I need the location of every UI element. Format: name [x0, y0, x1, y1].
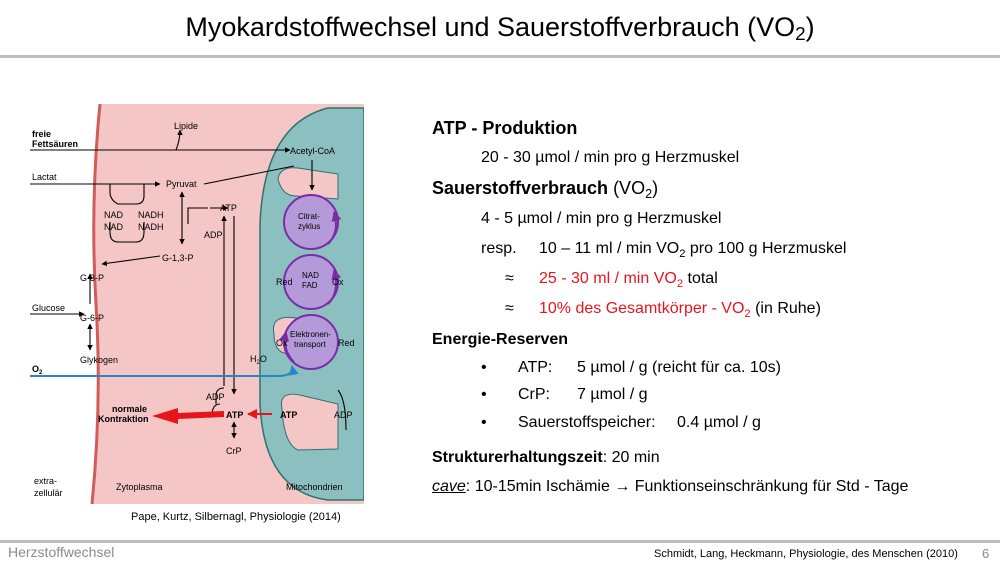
page-number: 6 [982, 546, 990, 561]
svg-text:Acetyl-CoA: Acetyl-CoA [290, 146, 335, 156]
title-divider [0, 55, 1000, 58]
svg-text:CrP: CrP [226, 446, 242, 456]
svg-text:Fettsäuren: Fettsäuren [32, 139, 78, 149]
svg-text:NADH: NADH [138, 210, 164, 220]
svg-text:Glykogen: Glykogen [80, 355, 118, 365]
myocardial-metabolism-diagram: freie Fettsäuren Lipide Acetyl-CoA Lacta… [28, 104, 364, 504]
svg-text:extra-: extra- [34, 476, 57, 486]
energy-reserves-heading: Energie-Reserven [432, 331, 569, 348]
svg-text:freie: freie [32, 129, 51, 139]
svg-text:NAD: NAD [104, 222, 124, 232]
svg-text:FAD: FAD [302, 281, 318, 290]
svg-text:transport: transport [294, 340, 326, 349]
percent-value: 10% des Gesamtkörper - VO2 (in Ruhe) [539, 300, 821, 320]
svg-text:normale: normale [112, 404, 147, 414]
svg-text:NADH: NADH [138, 222, 164, 232]
arrow-right-icon: → [614, 478, 631, 495]
resp-value: 10 – 11 ml / min VO2 pro 100 g Herzmuske… [539, 240, 847, 260]
approx-symbol: ≈ [505, 270, 514, 287]
reserve-name: CrP: [518, 386, 550, 403]
svg-text:H2O: H2O [250, 354, 267, 366]
reserve-value: 5 µmol / g (reicht für ca. 10s) [577, 359, 781, 376]
crista [280, 393, 339, 451]
reserve-name: ATP: [518, 359, 553, 376]
reserve-value: 0.4 µmol / g [677, 414, 761, 431]
svg-text:Elektronen-: Elektronen- [290, 330, 331, 339]
bullet: • [481, 414, 487, 431]
svg-text:ADP: ADP [206, 392, 225, 402]
svg-text:G-1,3-P: G-1,3-P [162, 253, 194, 263]
svg-text:ATP: ATP [220, 203, 237, 213]
approx-symbol: ≈ [505, 300, 514, 317]
slide-title: Myokardstoffwechsel und Sauerstoffverbra… [185, 12, 815, 45]
reserve-name: Sauerstoffspeicher: [518, 414, 656, 431]
atp-value: 20 - 30 µmol / min pro g Herzmuskel [481, 149, 740, 166]
total-value: 25 - 30 ml / min VO2 total [539, 270, 718, 290]
resp-label: resp. [481, 240, 517, 257]
cave-note: cave: 10-15min Ischämie → Funktionseinsc… [432, 478, 909, 495]
oxygen-consumption-value: 4 - 5 µmol / min pro g Herzmuskel [481, 210, 722, 227]
svg-text:Zytoplasma: Zytoplasma [116, 482, 163, 492]
crista [277, 167, 339, 200]
atp-heading: ATP - Produktion [432, 118, 578, 138]
figure-caption: Pape, Kurtz, Silbernagl, Physiologie (20… [131, 511, 341, 523]
svg-text:zyklus: zyklus [298, 222, 320, 231]
svg-text:Citrat-: Citrat- [298, 212, 320, 221]
cell-membrane [90, 104, 102, 504]
svg-text:ADP: ADP [334, 410, 353, 420]
svg-text:G-6-P: G-6-P [80, 313, 104, 323]
svg-text:Red: Red [276, 277, 293, 287]
svg-text:Lipide: Lipide [174, 121, 198, 131]
footer-source: Schmidt, Lang, Heckmann, Physiologie, de… [654, 548, 958, 560]
svg-text:NAD: NAD [104, 210, 124, 220]
svg-text:NAD: NAD [302, 271, 319, 280]
svg-text:Lactat: Lactat [32, 172, 57, 182]
contraction-arrow [152, 408, 224, 424]
oxygen-consumption-heading: Sauerstoffverbrauch (VO2) [432, 178, 659, 201]
reserve-value: 7 µmol / g [577, 386, 648, 403]
svg-text:zellulär: zellulär [34, 488, 63, 498]
svg-text:Kontraktion: Kontraktion [98, 414, 149, 424]
bullet: • [481, 359, 487, 376]
nad-fad-cycle [283, 254, 339, 310]
svg-text:O2: O2 [32, 364, 43, 376]
electron-transport-cycle [283, 314, 339, 370]
svg-text:Mitochondrien: Mitochondrien [286, 482, 343, 492]
footer-divider [0, 540, 1000, 543]
svg-text:Glucose: Glucose [32, 303, 65, 313]
bullet: • [481, 386, 487, 403]
svg-text:Pyruvat: Pyruvat [166, 179, 197, 189]
footer-topic: Herzstoffwechsel [8, 544, 115, 560]
svg-text:Ox: Ox [276, 338, 288, 348]
svg-text:Red: Red [338, 338, 355, 348]
svg-text:ADP: ADP [204, 230, 223, 240]
structure-time: Strukturerhaltungszeit: 20 min [432, 449, 660, 466]
svg-text:Ox: Ox [332, 277, 344, 287]
svg-text:ATP: ATP [280, 410, 297, 420]
svg-text:ATP: ATP [226, 410, 243, 420]
svg-text:G-3-P: G-3-P [80, 273, 104, 283]
